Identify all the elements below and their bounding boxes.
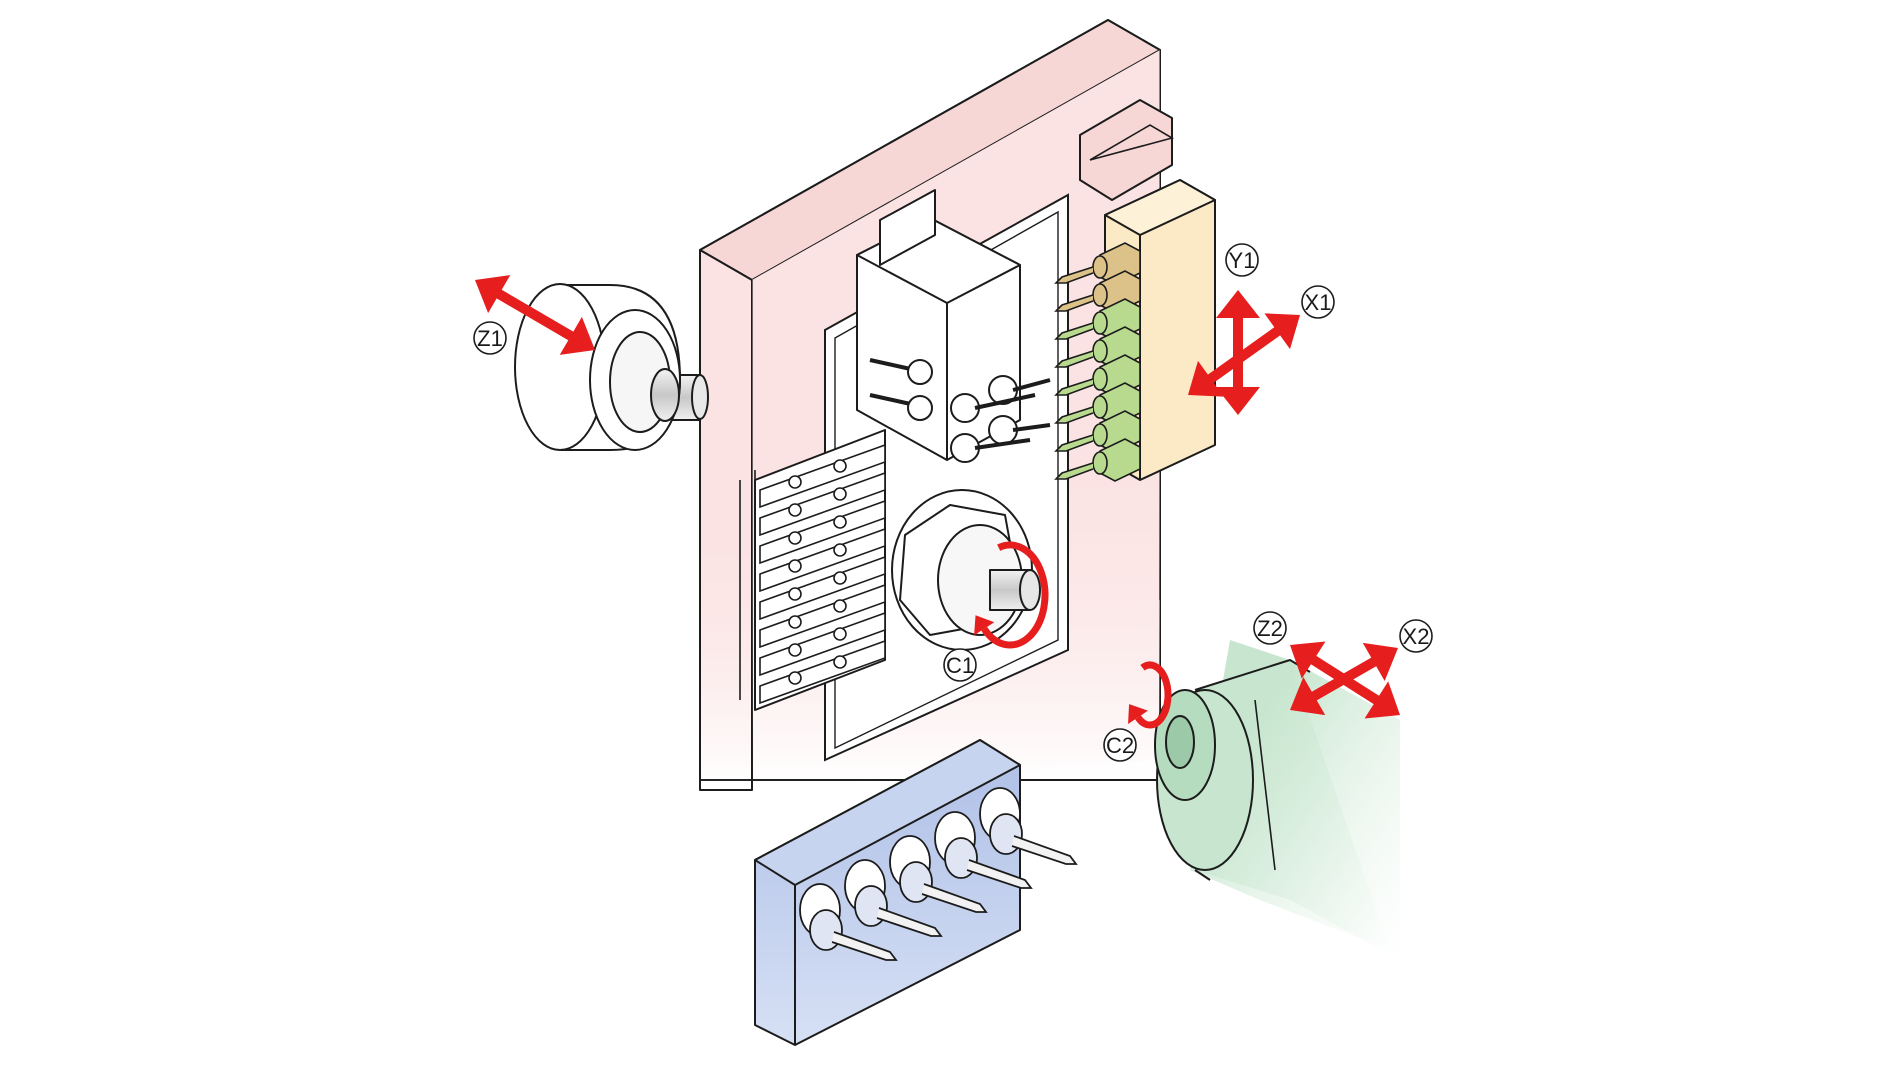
back-tool-post-icon <box>754 739 1078 1046</box>
motion-arrows <box>475 275 1400 729</box>
c1-arrow <box>974 541 1049 649</box>
back-drill-tool <box>799 883 898 961</box>
sub-spindle-icon <box>1154 640 1400 960</box>
back-drill-tool <box>934 811 1033 889</box>
axis-label-z2-text: Z2 <box>1257 616 1283 641</box>
axis-label-x1: X1 <box>1301 285 1335 319</box>
turning-tool <box>759 443 886 509</box>
gang-tool-post-yellow <box>1054 179 1216 482</box>
back-drill-tool <box>844 859 943 937</box>
turning-tool <box>759 639 886 705</box>
axis-label-c1-text: C1 <box>946 653 974 678</box>
axis-label-y1-text: Y1 <box>1229 248 1256 273</box>
turning-tool <box>759 583 886 649</box>
cross-drill-tools <box>869 358 1051 463</box>
x1-arrow <box>1188 313 1300 397</box>
main-spindle-icon <box>514 283 709 451</box>
axis-label-z1: Z1 <box>473 321 507 355</box>
guide-bushing-icon <box>891 489 1041 651</box>
axis-label-c2: C2 <box>1103 728 1137 762</box>
axis-label-c2-text: C2 <box>1106 733 1134 758</box>
cross-drill-unit-icon <box>856 189 1051 463</box>
turning-tool <box>759 499 886 565</box>
gang-tool-post-icon <box>754 429 886 711</box>
axis-label-x2: X2 <box>1399 619 1433 653</box>
turning-tool <box>759 527 886 593</box>
z1-arrow <box>475 275 595 355</box>
turning-tool <box>759 555 886 621</box>
tool-holder <box>1054 298 1141 342</box>
y1-arrow <box>1216 290 1260 415</box>
axis-label-z2: Z2 <box>1253 611 1287 645</box>
axis-label-c1: C1 <box>943 648 977 682</box>
axis-label-z1-text: Z1 <box>477 326 503 351</box>
back-drill-tool <box>889 835 988 913</box>
c2-arrow <box>1128 661 1172 729</box>
turning-tool <box>759 611 886 677</box>
back-drill-tool <box>979 787 1078 865</box>
x2-arrow <box>1290 642 1398 716</box>
axis-label-x2-text: X2 <box>1403 624 1430 649</box>
axis-label-x1-text: X1 <box>1305 290 1332 315</box>
tool-holder <box>1054 438 1141 482</box>
axis-label-y1: Y1 <box>1225 243 1259 277</box>
turning-tool <box>759 471 886 537</box>
